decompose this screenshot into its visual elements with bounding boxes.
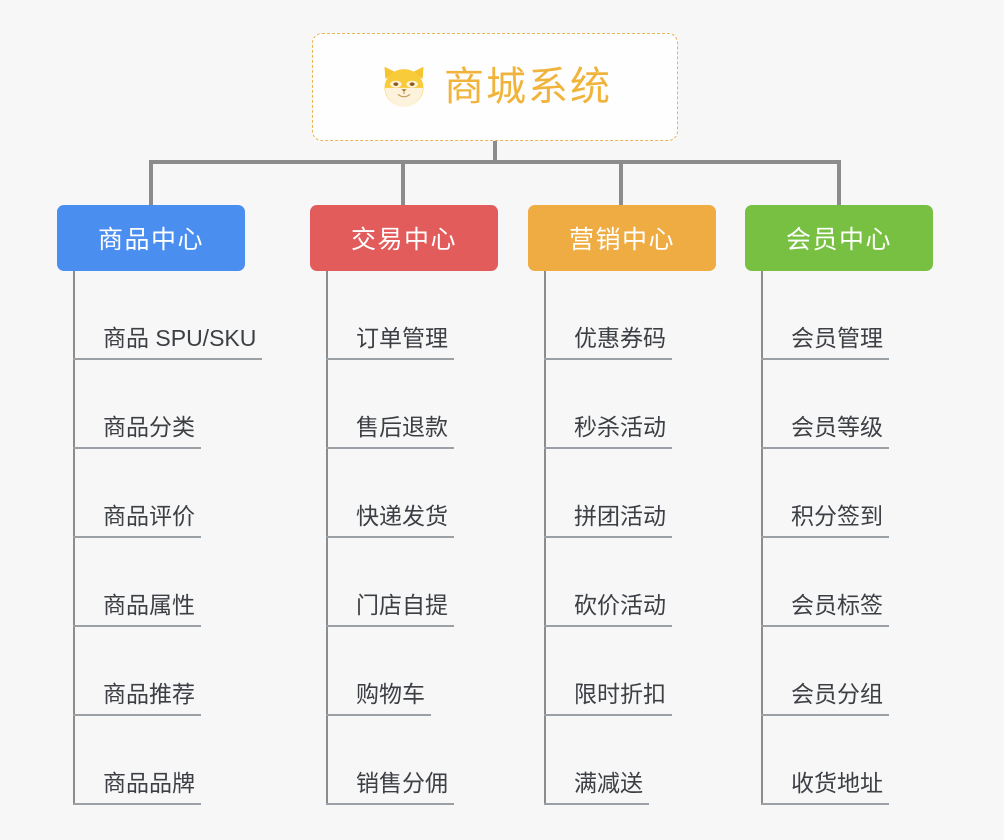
leaf-item[interactable]: 销售分佣 xyxy=(326,716,546,805)
connector-drop-member xyxy=(837,160,841,205)
leaf-item[interactable]: 会员分组 xyxy=(761,627,981,716)
leaf-list-product-center: 商品 SPU/SKU 商品分类 商品评价 商品属性 商品推荐 商品品牌 xyxy=(73,271,293,805)
leaf-label: 限时折扣 xyxy=(544,681,672,716)
connector-root-stem xyxy=(493,141,497,162)
shiba-dog-face-icon xyxy=(384,66,424,107)
leaf-label: 秒杀活动 xyxy=(544,414,672,449)
leaf-label: 商品品牌 xyxy=(73,770,201,805)
leaf-label: 快递发货 xyxy=(326,503,454,538)
category-column-product-center: 商品中心 商品 SPU/SKU 商品分类 商品评价 商品属性 商品推荐 商品品牌 xyxy=(57,205,263,805)
leaf-item[interactable]: 收货地址 xyxy=(761,716,981,805)
leaf-label: 会员等级 xyxy=(761,414,889,449)
leaf-label: 优惠券码 xyxy=(544,325,672,360)
leaf-item[interactable]: 拼团活动 xyxy=(544,449,764,538)
leaf-list-trade-center: 订单管理 售后退款 快递发货 门店自提 购物车 销售分佣 xyxy=(326,271,546,805)
leaf-list-marketing-center: 优惠券码 秒杀活动 拼团活动 砍价活动 限时折扣 满减送 xyxy=(544,271,764,805)
connector-bus xyxy=(149,160,841,164)
column-spine-marketing-center xyxy=(544,271,546,805)
leaf-item[interactable]: 商品品牌 xyxy=(73,716,293,805)
leaf-item[interactable]: 售后退款 xyxy=(326,360,546,449)
leaf-item[interactable]: 商品分类 xyxy=(73,360,293,449)
root-title: 商城系统 xyxy=(444,65,612,109)
leaf-item[interactable]: 购物车 xyxy=(326,627,546,716)
category-column-marketing-center: 营销中心 优惠券码 秒杀活动 拼团活动 砍价活动 限时折扣 满减送 xyxy=(528,205,716,805)
leaf-label: 满减送 xyxy=(544,770,649,805)
leaf-item[interactable]: 商品评价 xyxy=(73,449,293,538)
leaf-item[interactable]: 限时折扣 xyxy=(544,627,764,716)
leaf-item[interactable]: 订单管理 xyxy=(326,271,546,360)
leaf-label: 商品推荐 xyxy=(73,681,201,716)
leaf-label: 会员管理 xyxy=(761,325,889,360)
leaf-item[interactable]: 会员等级 xyxy=(761,360,981,449)
leaf-label: 销售分佣 xyxy=(326,770,454,805)
column-spine-member-center xyxy=(761,271,763,805)
leaf-label: 商品 SPU/SKU xyxy=(73,325,263,360)
leaf-label: 门店自提 xyxy=(326,592,454,627)
leaf-item[interactable]: 商品属性 xyxy=(73,538,293,627)
category-header-trade-center[interactable]: 交易中心 xyxy=(310,205,498,271)
leaf-item[interactable]: 砍价活动 xyxy=(544,538,764,627)
leaf-label: 积分签到 xyxy=(761,503,889,538)
leaf-item[interactable]: 商品推荐 xyxy=(73,627,293,716)
leaf-label: 商品属性 xyxy=(73,592,201,627)
leaf-item[interactable]: 优惠券码 xyxy=(544,271,764,360)
category-header-member-center[interactable]: 会员中心 xyxy=(745,205,933,271)
category-header-product-center[interactable]: 商品中心 xyxy=(57,205,245,271)
leaf-item[interactable]: 秒杀活动 xyxy=(544,360,764,449)
leaf-item[interactable]: 满减送 xyxy=(544,716,764,805)
leaf-label: 订单管理 xyxy=(326,325,454,360)
category-column-trade-center: 交易中心 订单管理 售后退款 快递发货 门店自提 购物车 销售分佣 xyxy=(310,205,498,805)
column-spine-trade-center xyxy=(326,271,328,805)
leaf-label: 会员标签 xyxy=(761,592,889,627)
leaf-label: 商品评价 xyxy=(73,503,201,538)
leaf-label: 会员分组 xyxy=(761,681,889,716)
connector-drop-product xyxy=(149,160,153,205)
leaf-item[interactable]: 快递发货 xyxy=(326,449,546,538)
category-column-member-center: 会员中心 会员管理 会员等级 积分签到 会员标签 会员分组 收货地址 xyxy=(745,205,933,805)
leaf-item[interactable]: 积分签到 xyxy=(761,449,981,538)
leaf-list-member-center: 会员管理 会员等级 积分签到 会员标签 会员分组 收货地址 xyxy=(761,271,981,805)
category-header-marketing-center[interactable]: 营销中心 xyxy=(528,205,716,271)
leaf-item[interactable]: 会员管理 xyxy=(761,271,981,360)
leaf-label: 收货地址 xyxy=(761,770,889,805)
leaf-label: 商品分类 xyxy=(73,414,201,449)
leaf-label: 售后退款 xyxy=(326,414,454,449)
connector-drop-trade xyxy=(401,160,405,205)
leaf-label: 砍价活动 xyxy=(544,592,672,627)
leaf-item[interactable]: 会员标签 xyxy=(761,538,981,627)
leaf-item[interactable]: 商品 SPU/SKU xyxy=(73,271,293,360)
leaf-item[interactable]: 门店自提 xyxy=(326,538,546,627)
column-spine-product-center xyxy=(73,271,75,805)
root-node[interactable]: 商城系统 xyxy=(312,33,678,141)
leaf-label: 拼团活动 xyxy=(544,503,672,538)
leaf-label: 购物车 xyxy=(326,681,431,716)
connector-drop-marketing xyxy=(619,160,623,205)
